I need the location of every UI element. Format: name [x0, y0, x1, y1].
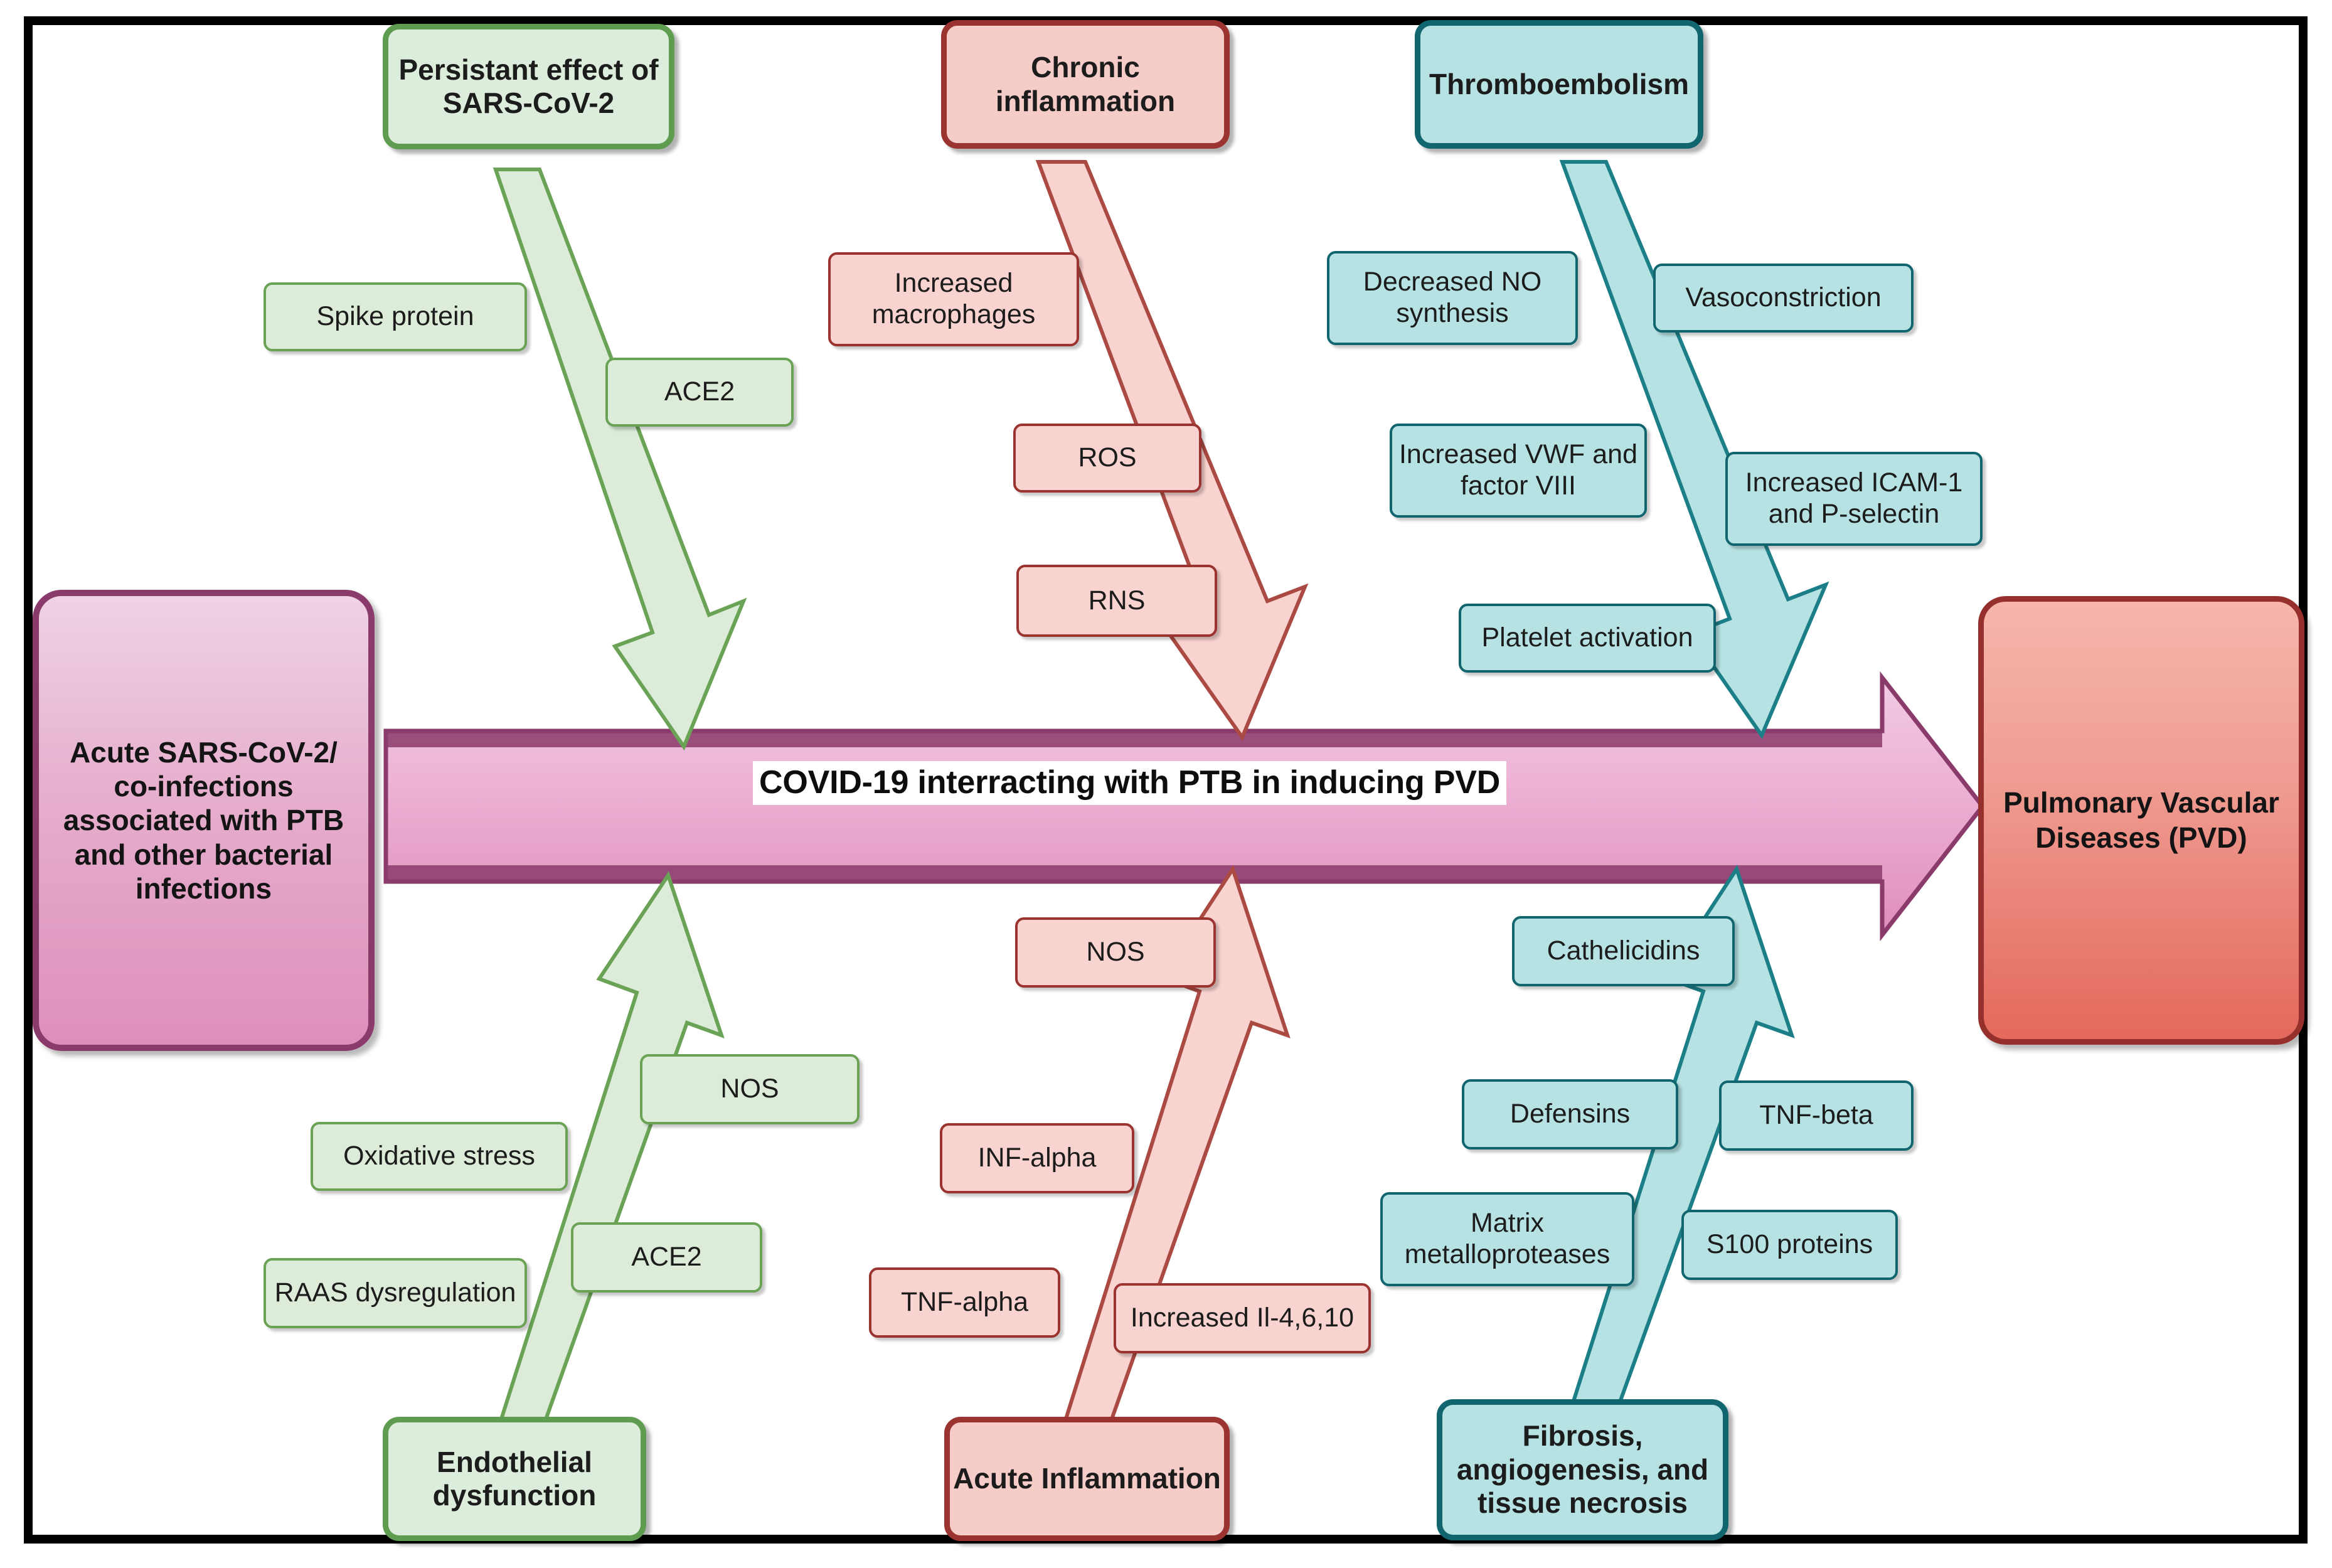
branch-head-endothelial-dysfunction[interactable]: Endothelial dysfunction	[383, 1417, 646, 1541]
branch-item-ace2-top[interactable]: ACE2	[605, 358, 794, 427]
branch-head-label: Thromboembolism	[1429, 67, 1690, 100]
branch-head-thromboembolism[interactable]: Thromboembolism	[1415, 20, 1703, 149]
spine-label: COVID-19 interracting with PTB in induci…	[753, 761, 1507, 805]
branch-item-label: Increased ICAM-1 and P-selectin	[1745, 467, 1963, 529]
branch-item-tnf-beta[interactable]: TNF-beta	[1719, 1080, 1914, 1151]
branch-item-label: Oxidative stress	[343, 1141, 535, 1171]
branch-item-nos-lower-mid[interactable]: NOS	[1015, 917, 1216, 988]
source-box-label: Acute SARS-CoV-2/ co-infections associat…	[63, 735, 344, 905]
source-box[interactable]: Acute SARS-CoV-2/ co-infections associat…	[33, 590, 375, 1051]
branch-item-raas-dysregulation[interactable]: RAAS dysregulation	[264, 1258, 527, 1328]
branch-item-rns[interactable]: RNS	[1016, 565, 1217, 637]
branch-item-matrix-metalloproteases[interactable]: Matrix metalloproteases	[1380, 1192, 1634, 1286]
branch-item-label: ROS	[1078, 442, 1137, 473]
branch-item-platelet-activation[interactable]: Platelet activation	[1459, 604, 1716, 673]
branch-item-label: NOS	[720, 1074, 779, 1104]
branch-item-increased-icam1-p-selectin[interactable]: Increased ICAM-1 and P-selectin	[1725, 452, 1983, 546]
branch-item-label: ACE2	[631, 1242, 702, 1272]
branch-item-nos-lower-left[interactable]: NOS	[640, 1054, 860, 1124]
branch-item-label: TNF-beta	[1759, 1100, 1873, 1131]
branch-item-spike-protein[interactable]: Spike protein	[264, 282, 527, 351]
branch-item-inf-alpha[interactable]: INF-alpha	[940, 1123, 1134, 1193]
branch-item-label: ACE2	[664, 376, 735, 407]
branch-item-increased-vwf-factor-viii[interactable]: Increased VWF and factor VIII	[1390, 424, 1647, 518]
branch-item-increased-macrophages[interactable]: Increased macrophages	[828, 252, 1079, 346]
branch-item-s100-proteins[interactable]: S100 proteins	[1681, 1210, 1898, 1280]
branch-item-label: RNS	[1088, 585, 1146, 616]
branch-head-acute-inflammation[interactable]: Acute Inflammation	[944, 1417, 1230, 1541]
branch-item-label: TNF-alpha	[900, 1287, 1029, 1318]
branch-item-label: RAAS dysregulation	[274, 1277, 516, 1308]
branch-item-tnf-alpha[interactable]: TNF-alpha	[869, 1267, 1060, 1338]
branch-head-label: Endothelial dysfunction	[432, 1445, 597, 1512]
branch-item-decreased-no-synthesis[interactable]: Decreased NO synthesis	[1327, 251, 1578, 345]
branch-head-label: Chronic inflammation	[995, 51, 1176, 117]
effect-box-label: Pulmonary Vascular Diseases (PVD)	[2003, 786, 2279, 854]
effect-box[interactable]: Pulmonary Vascular Diseases (PVD)	[1978, 596, 2304, 1045]
branch-item-label: Increased VWF and factor VIII	[1398, 439, 1637, 501]
branch-head-label: Acute Inflammation	[953, 1462, 1221, 1495]
branch-item-label: INF-alpha	[977, 1143, 1097, 1173]
branch-item-label: Increased Il-4,6,10	[1130, 1303, 1355, 1333]
branch-item-label: Matrix metalloproteases	[1404, 1208, 1611, 1269]
branch-item-label: S100 proteins	[1706, 1229, 1873, 1260]
branch-head-label: Fibrosis, angiogenesis, and tissue necro…	[1456, 1419, 1709, 1520]
branch-item-label: Spike protein	[316, 301, 474, 332]
branch-item-label: Defensins	[1509, 1099, 1631, 1129]
branch-item-oxidative-stress[interactable]: Oxidative stress	[311, 1122, 568, 1191]
branch-item-increased-il-4-6-10[interactable]: Increased Il-4,6,10	[1114, 1283, 1371, 1353]
branch-item-label: NOS	[1086, 937, 1145, 968]
branch-head-label: Persistant effect of SARS-CoV-2	[398, 53, 659, 119]
branch-item-vasoconstriction[interactable]: Vasoconstriction	[1653, 264, 1914, 333]
branch-head-fibrosis-angiogenesis[interactable]: Fibrosis, angiogenesis, and tissue necro…	[1437, 1399, 1728, 1540]
diagram-frame	[24, 16, 2308, 1544]
branch-item-label: Increased macrophages	[871, 268, 1036, 329]
branch-item-label: Decreased NO synthesis	[1363, 267, 1542, 328]
branch-item-ros[interactable]: ROS	[1013, 424, 1201, 493]
branch-head-chronic-inflammation[interactable]: Chronic inflammation	[941, 20, 1230, 149]
branch-item-ace2-bottom[interactable]: ACE2	[571, 1222, 762, 1293]
branch-head-persistent-effect[interactable]: Persistant effect of SARS-CoV-2	[383, 24, 674, 149]
branch-item-label: Platelet activation	[1481, 622, 1693, 653]
branch-item-label: Vasoconstriction	[1685, 282, 1882, 313]
branch-item-cathelicidins[interactable]: Cathelicidins	[1512, 916, 1735, 986]
branch-item-defensins[interactable]: Defensins	[1462, 1079, 1678, 1149]
branch-item-label: Cathelicidins	[1547, 936, 1700, 966]
